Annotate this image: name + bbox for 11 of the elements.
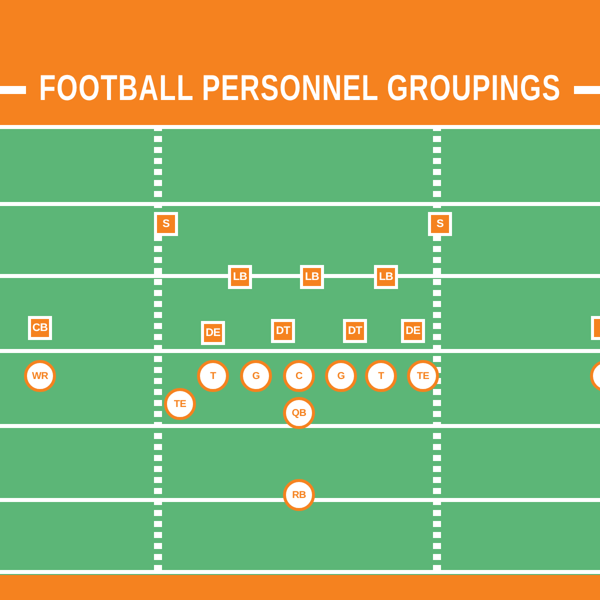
defense-position-box: DT [343,319,367,343]
title: FOOTBALL PERSONNEL GROUPINGS [39,66,561,110]
defense-position-box: DE [401,319,425,343]
defense-position-box: LB [300,265,324,289]
defense-position-box: LB [374,265,398,289]
defense-position-box: LB [228,265,252,289]
defense-position-box: DE [201,321,225,345]
defense-position-box: CB [28,316,52,340]
defense-position-box: DT [271,319,295,343]
defense-position-box: S [428,212,452,236]
defense-position-box: S [154,212,178,236]
